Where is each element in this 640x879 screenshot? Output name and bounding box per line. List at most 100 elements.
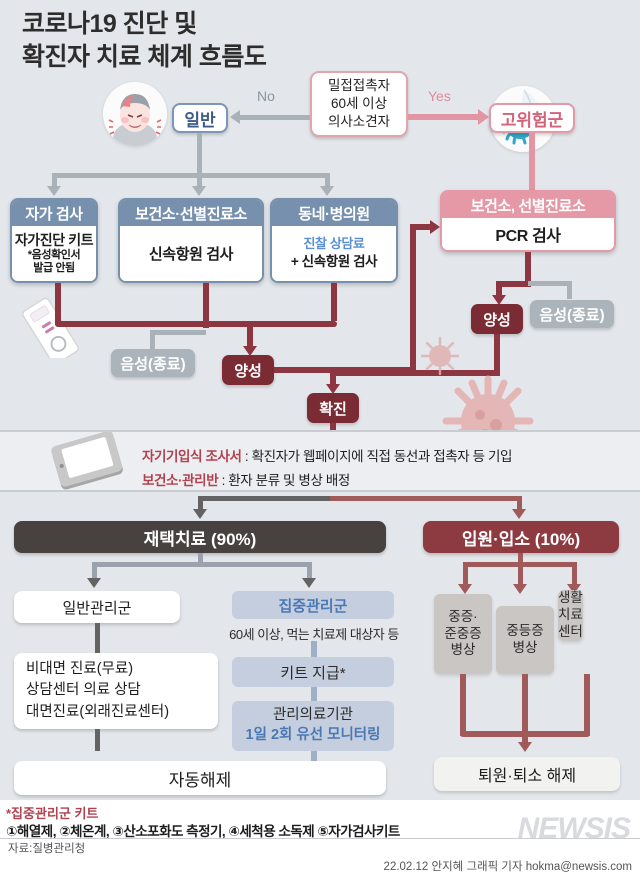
virus-small-svg [420,336,460,376]
chip-positive-left-label: 양성 [234,362,262,380]
connector-intensive-to-kit [311,641,317,657]
box-general-group[interactable]: 일반관리군 [14,591,180,623]
connector-to-test-3 [325,173,330,187]
footer-credit-text: 22.02.12 안지혜 그래픽 기자 hokma@newsis.com [383,861,632,873]
phone-survey-icon [42,430,138,494]
box-mgmt-org-line1: 관리의료기관 [272,707,354,724]
box-discharge[interactable]: 퇴원·퇴소 해제 [434,757,620,791]
connector-tests-bus [52,173,330,178]
footer-divider [0,838,640,839]
box-discharge-label: 퇴원·퇴소 해제 [477,768,577,785]
connector-homecare-right [307,562,312,580]
footnote-kit-items-text: ①해열제, ②체온계, ③산소포화도 측정기, ④세척용 소독제 ⑤자가검사키트 [6,824,400,839]
midband-row-2-value: : 환자 분류 및 병상 배정 [221,473,351,488]
chip-negative-left-label: 음성(종료) [120,355,186,373]
section-hospital-header: 입원·입소 (10%) [423,521,619,553]
bed-moderate-line2: 병상 [512,640,538,655]
label-no-text: No [257,88,275,104]
connector-detail-to-release [95,729,100,751]
footnote-kit-title-text: *집중관리군 키트 [6,806,99,821]
box-kit-supply[interactable]: 키트 지급* [232,657,394,687]
section-home-care-header: 재택치료 (90%) [14,521,386,553]
general-detail-1: 비대면 진료(무료) [26,661,134,678]
node-high-risk[interactable]: 고위험군 [489,103,575,133]
arrowhead-hospital [512,509,526,519]
arrowhead-bed-2 [513,584,527,594]
connector-to-test-1 [52,173,57,187]
connector-negative-left-h [150,330,206,335]
footer-background [0,800,640,879]
connector-hospital-b2 [518,562,523,586]
connector-confirmed-down [330,423,336,435]
connector-pcr-split-left [496,281,531,287]
test-card-pcr-body: PCR 검사 [442,218,614,250]
footnote-kit-items: ①해열제, ②체온계, ③산소포화도 측정기, ④세척용 소독제 ⑤자가검사키트 [6,820,400,840]
test-card-center-main: 신속항원 검사 [148,246,234,263]
box-bed-center[interactable]: 생활 치료 센터 [558,590,583,641]
box-intensive-group-label: 집중관리군 [278,597,348,615]
test-card-self-header: 자가 검사 [12,200,96,226]
decision-line-1: 밀접접촉자 [327,77,391,93]
test-card-center-body: 신속항원 검사 [120,226,262,281]
box-general-detail[interactable]: 비대면 진료(무료) 상담센터 의료 상담 대면진료(외래진료센터) [14,653,218,729]
arrowhead-to-normal [230,110,240,124]
connector-bed1-down [460,674,466,736]
test-card-center-header: 보건소·선별진료소 [120,200,262,226]
connector-antigen-bus [55,321,337,327]
general-detail-2: 상담센터 의료 상담 [26,682,141,699]
arrowhead-into-pcr [430,220,440,234]
connector-pcr-positive-down [496,281,502,298]
general-detail-3: 대면진료(외래진료센터) [26,703,170,720]
arrowhead-bed-1 [458,584,472,594]
box-mgmt-org[interactable]: 관리의료기관 1일 2회 유선 모니터링 [232,701,394,751]
connector-kit-to-mgmt [311,687,317,701]
connector-bed2-down [522,674,528,744]
bed-center-line2: 치료 [558,606,583,622]
connector-hospital-b1 [463,562,468,586]
bed-moderate-line1: 중등증 [506,623,544,639]
bed-severe-line1: 중증· [448,608,478,624]
node-normal-label: 일반 [184,110,216,130]
bed-center-line3: 센터 [558,623,583,639]
intensive-target-label: 60세 이상, 먹는 치료제 대상자 등 [229,627,399,642]
midband-row-1-key: 자기기입식 조사서 [142,449,242,464]
label-yes: Yes [428,88,451,104]
connector-pcr-down [525,252,531,286]
test-card-self[interactable]: 자가 검사 자가진단 키트 *음성확인서 발급 안됨 [10,198,98,283]
bed-center-line1: 생활 [558,590,583,605]
footnote-source-text: 자료:질병관리청 [8,843,86,855]
footnote-source: 자료:질병관리청 [8,840,85,856]
midband-row-1: 자기기입식 조사서 : 확진자가 웹페이지에 직접 동선과 접촉자 등 기입 [142,445,512,465]
box-mgmt-org-line2: 1일 2회 유선 모니터링 [245,727,381,743]
connector-midband-down-right [517,496,522,510]
connector-mgmt-to-release [311,751,317,763]
connector-to-confirmed-v [330,370,336,387]
box-intensive-group[interactable]: 집중관리군 [232,591,394,619]
box-auto-release[interactable]: 자동해제 [14,761,386,795]
connector-highrisk-to-pcr [529,133,535,190]
test-card-self-main: 자가진단 키트 [14,231,94,248]
bed-severe-line3: 병상 [450,642,476,658]
connector-midband-split-right [330,496,522,501]
section-hospital-label: 입원·입소 (10%) [461,529,581,549]
arrowhead-to-highrisk [478,109,489,125]
test-card-center[interactable]: 보건소·선별진료소 신속항원 검사 [118,198,264,283]
test-card-clinic[interactable]: 동네·병의원 진찰 상담료 + 신속항원 검사 [270,198,398,283]
box-bed-severe[interactable]: 중증· 준중증 병상 [434,594,492,674]
virus-small-icon [419,335,461,377]
connector-negative-left-v [150,330,155,360]
box-kit-supply-label: 키트 지급* [280,664,346,682]
test-card-self-sub1: *음성확인서 [27,248,81,261]
connector-positiveright-down [494,334,500,375]
page-title: 코로나19 진단 및 확진자 치료 체계 흐름도 [22,8,442,74]
box-auto-release-label: 자동해제 [168,770,232,790]
newsis-watermark: NEWSIS [518,812,631,846]
label-yes-text: Yes [428,88,451,104]
node-normal[interactable]: 일반 [172,103,228,133]
midband-row-2-key: 보건소·관리반 [142,473,219,488]
box-bed-moderate[interactable]: 중등증 병상 [496,606,554,674]
test-card-pcr[interactable]: 보건소, 선별진료소 PCR 검사 [440,190,616,252]
connector-hospital-stem [518,553,523,565]
connector-decision-to-normal [240,115,310,120]
